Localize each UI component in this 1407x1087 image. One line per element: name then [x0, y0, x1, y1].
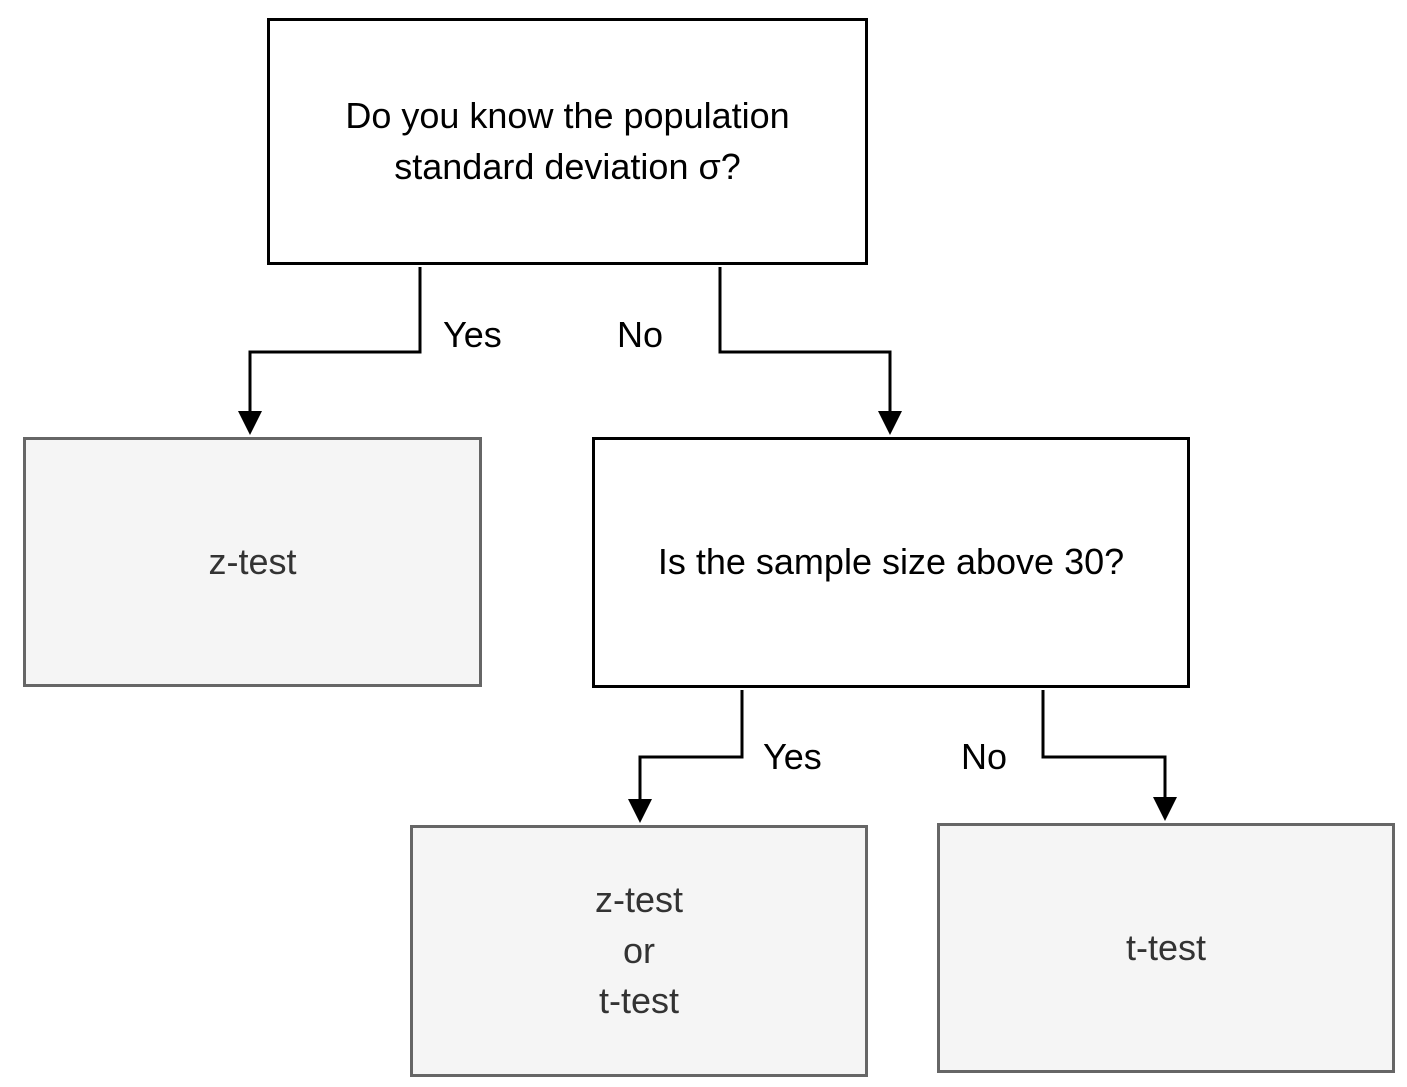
node-question-population-sigma: Do you know the population standard devi…: [267, 18, 868, 265]
edge-q2-no: [1041, 690, 1177, 821]
node-result-t-test: t-test: [937, 823, 1395, 1073]
node-result-z-test-label: z-test: [208, 540, 297, 582]
edge-q2-yes: [628, 690, 744, 823]
node-result-z-test: z-test: [23, 437, 482, 687]
node-result-z-or-t-test: z-test or t-test: [410, 825, 868, 1077]
node-result-z-or-t-test-label: z-test or t-test: [594, 879, 683, 1022]
edge-label-no-bottom: No: [956, 735, 1013, 779]
node-question-sample-size: Is the sample size above 30?: [592, 437, 1190, 688]
edge-label-no-top: No: [612, 313, 669, 357]
node-question-population-sigma-label: Do you know the population standard devi…: [345, 95, 790, 187]
edge-q1-no: [718, 267, 902, 435]
edge-label-yes-top: Yes: [438, 313, 507, 357]
node-question-sample-size-label: Is the sample size above 30?: [657, 541, 1125, 583]
edge-label-yes-bottom: Yes: [758, 735, 827, 779]
node-result-t-test-label: t-test: [1125, 926, 1206, 968]
edge-q1-yes: [238, 267, 422, 435]
